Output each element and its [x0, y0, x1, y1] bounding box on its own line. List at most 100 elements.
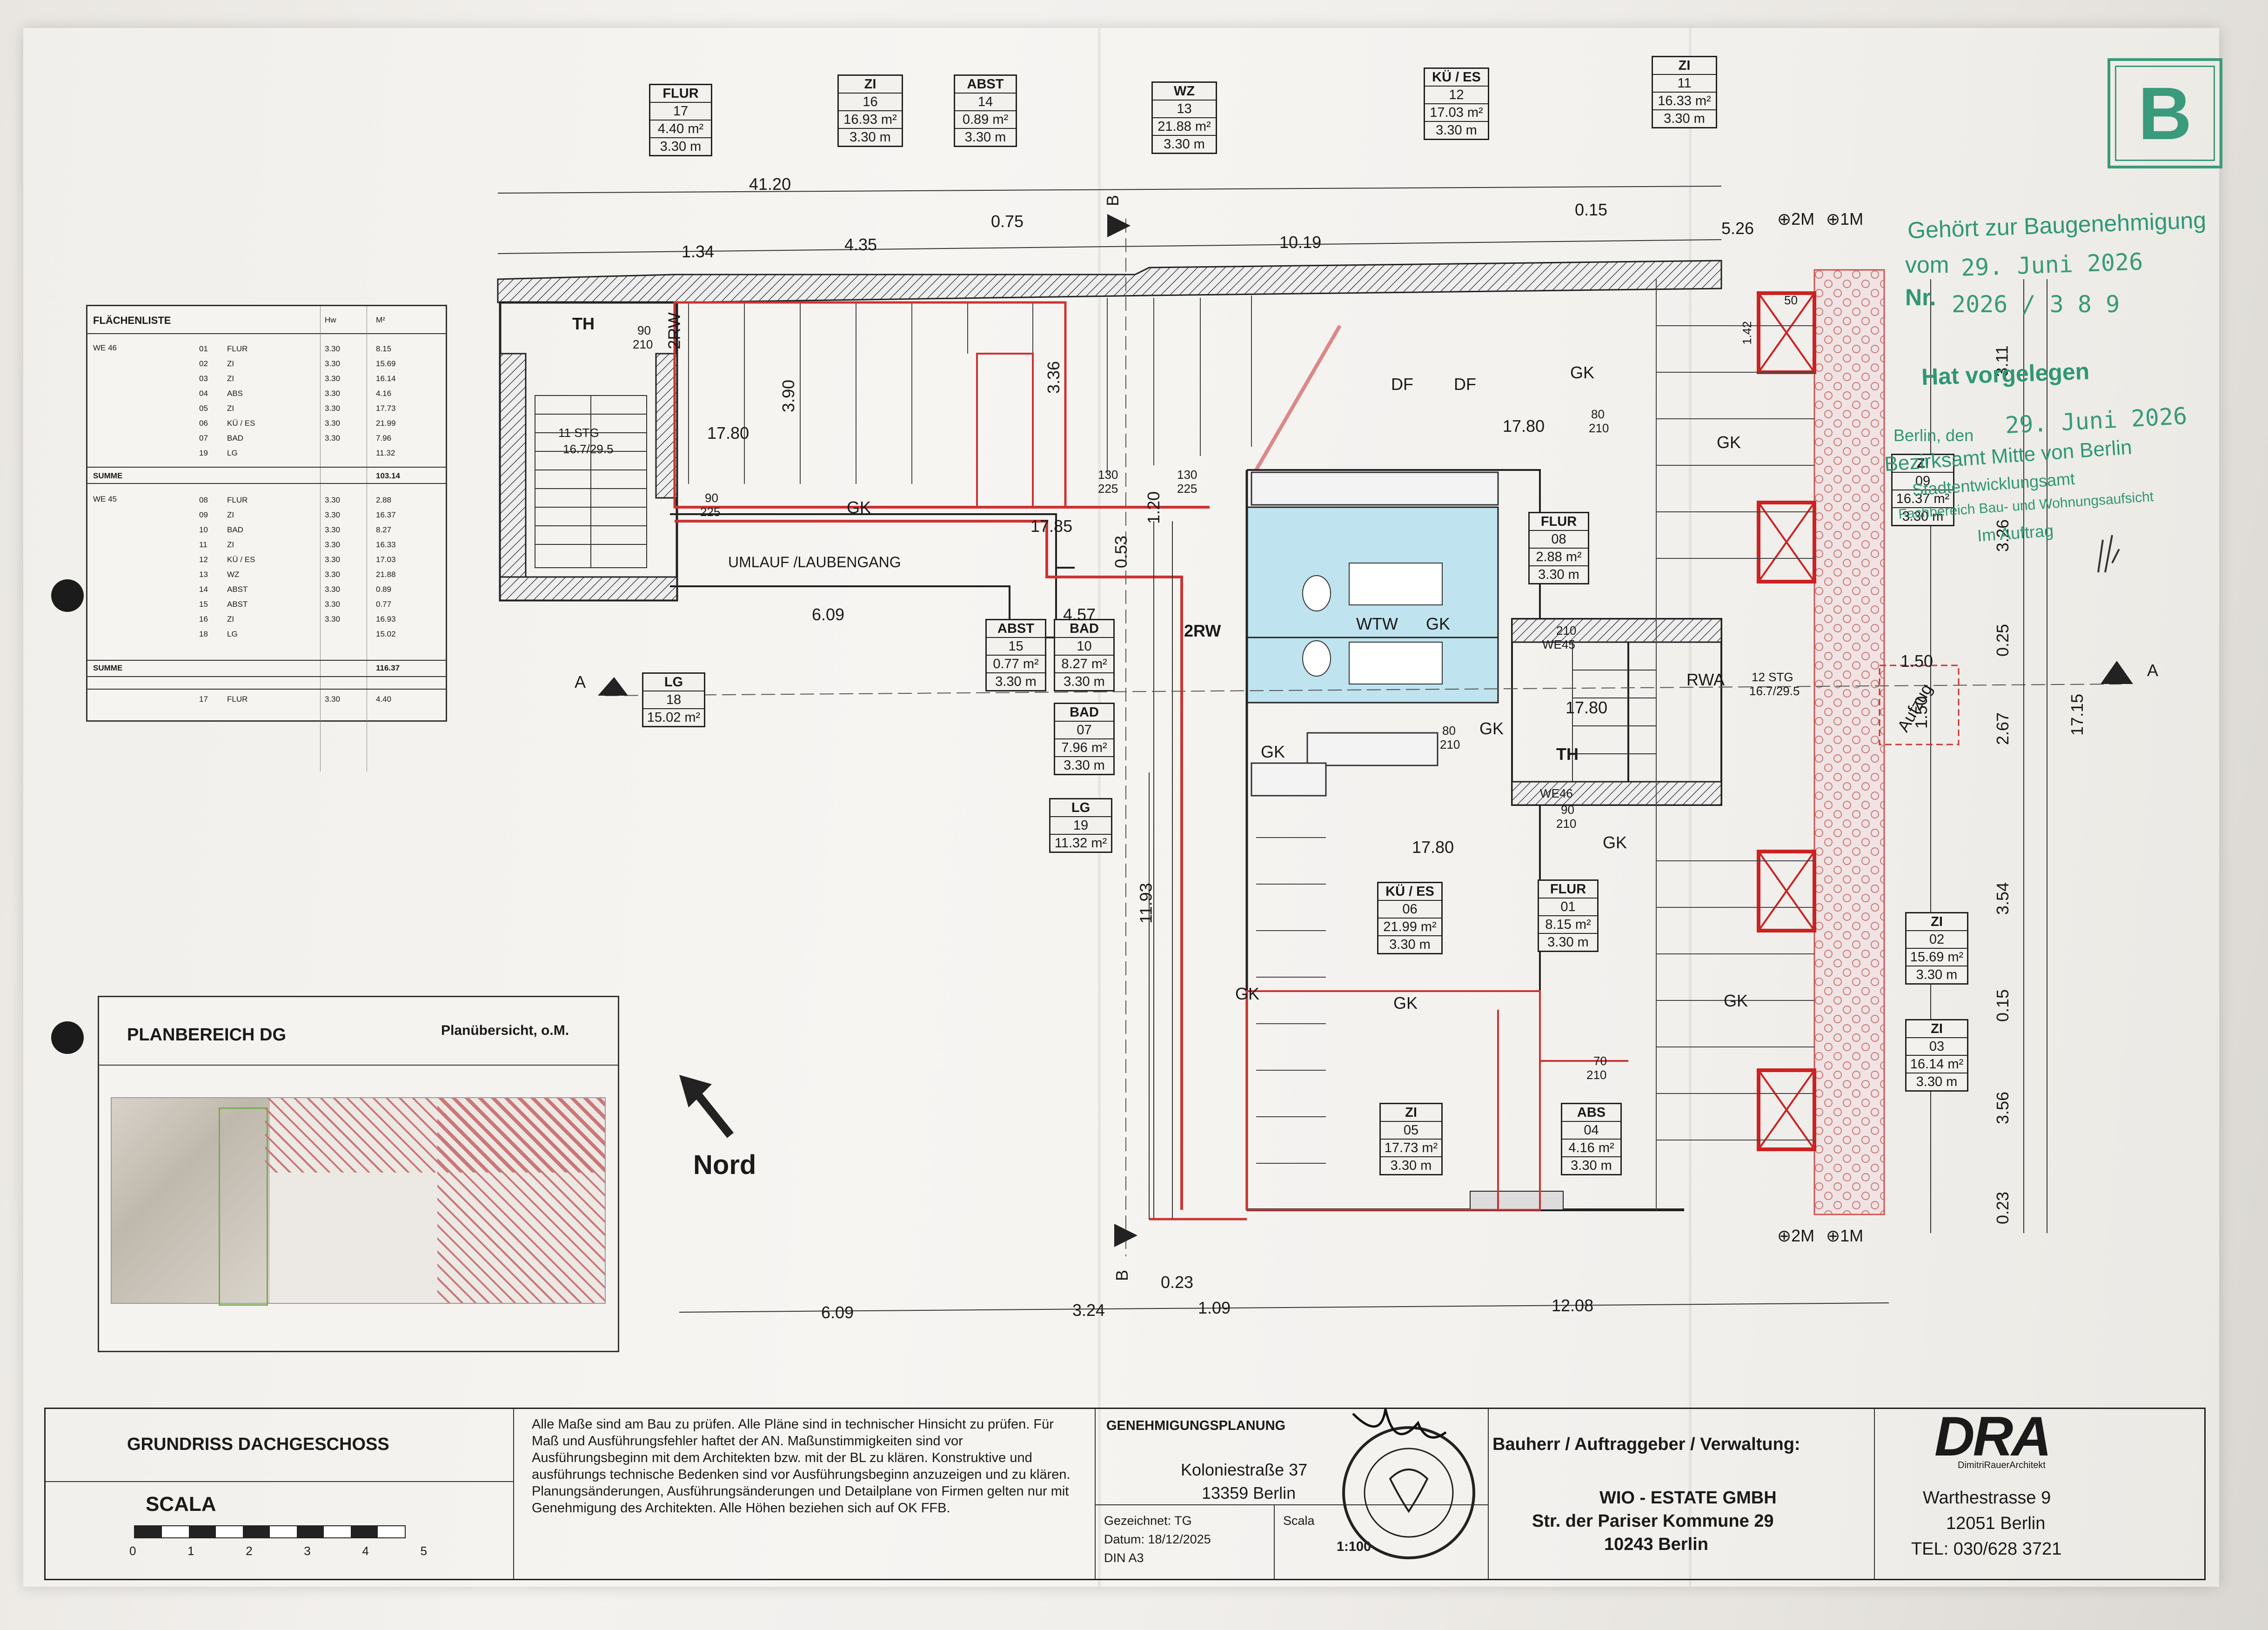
label-door: 210 [1589, 421, 1609, 435]
label-stairs-ratio: 16.7/29.5 [1749, 684, 1800, 698]
dim-label: 12.08 [1552, 1296, 1594, 1315]
dim-label: 3.90 [779, 379, 798, 413]
grid-marker: ⊕1M [1826, 209, 1864, 228]
table-cell: 21.99 [376, 419, 396, 428]
table-cell: 03 [199, 374, 208, 383]
approval-signature-icon [2097, 535, 2120, 573]
label-umlauf: UMLAUF /LAUBENGANG [728, 554, 901, 570]
table-cell: 15 [199, 600, 208, 609]
dim-label: 3.24 [1072, 1301, 1105, 1320]
dim-label: 3.56 [1993, 1091, 2013, 1125]
table-cell: 3.30 [325, 510, 341, 519]
label-door: 130 [1098, 468, 1118, 482]
paper-format: DIN A3 [1104, 1551, 1144, 1565]
table-cell: 16.93 [376, 615, 396, 624]
dim-label: 0.23 [1161, 1273, 1194, 1292]
room-name: FLUR [662, 86, 699, 101]
label-gk: GK [847, 498, 871, 517]
table-cell: ABST [227, 600, 248, 609]
table-cell: 3.30 [325, 615, 341, 624]
label-door: 225 [1177, 482, 1198, 496]
table-cell: ZI [227, 374, 234, 383]
grid-marker: ⊕1M [1826, 1226, 1864, 1245]
approval-nr: Nr. [1905, 284, 1936, 310]
label-2rw: 2RW [664, 312, 684, 349]
room-tag-kue-12: KÜ / ES 12 17.03 m² 3.30 m [1424, 67, 1489, 140]
client-name: WIO - ESTATE GMBH [1599, 1488, 1777, 1508]
dim-label: 1.20 [1144, 491, 1164, 524]
label-stairs: 12 STG [1752, 670, 1793, 684]
label-gk: GK [1603, 833, 1627, 852]
dim-label: 17.15 [2067, 693, 2087, 736]
label-gk: GK [1724, 991, 1748, 1010]
label-gk: GK [1261, 742, 1285, 761]
grid-marker: ⊕2M [1777, 1226, 1815, 1245]
table-cell: 3.30 [325, 525, 341, 534]
table-cell: FLUR [227, 496, 248, 504]
table-cell: 3.30 [325, 496, 341, 504]
table-cell: ZI [227, 510, 234, 519]
room-tag-abst-14: ABST 14 0.89 m² 3.30 m [954, 74, 1017, 147]
client-city: 10243 Berlin [1604, 1535, 1708, 1554]
label-gk: GK [1717, 433, 1741, 452]
architect-logo-subtitle: DimitriRauerArchitekt [1958, 1460, 2046, 1470]
table-cell: LG [227, 630, 238, 638]
table-cell: 11 [199, 540, 207, 549]
approval-vom: vom [1905, 252, 1949, 278]
dim-label: 0.15 [1993, 989, 2013, 1022]
dim-label: 0.53 [1111, 535, 1131, 569]
dim-label: 6.09 [821, 1303, 854, 1322]
dim-label: 0.75 [991, 212, 1024, 231]
project-address-city: 13359 Berlin [1202, 1483, 1296, 1503]
room-height: 3.30 m [650, 137, 711, 155]
section-a-label: A [575, 672, 586, 691]
label-door: 90 [705, 491, 718, 505]
table-cell: 7.96 [376, 434, 392, 443]
dim-label: 1.50 [1900, 651, 1933, 671]
stamp-b-box: B [2107, 58, 2222, 168]
label-gk: GK [1479, 719, 1504, 738]
label-level: 17.80 [1566, 698, 1608, 717]
stamp-b: B [2115, 66, 2215, 161]
scale-label: Scala [1283, 1514, 1315, 1528]
label-df: DF [1391, 375, 1413, 394]
paper-fold [1689, 28, 1692, 1587]
dim-label: 4.35 [844, 235, 877, 254]
table-cell: 3.30 [325, 540, 341, 549]
sum-value: 103.14 [376, 471, 400, 480]
group-name: WE 46 [93, 343, 117, 352]
table-cell: 3.30 [325, 389, 341, 398]
column-header: M² [376, 315, 385, 324]
label-level: 17.80 [1503, 416, 1545, 436]
sum-label: SUMME [93, 471, 123, 480]
label-door: 80 [1442, 724, 1456, 738]
table-cell: 3.30 [325, 600, 341, 609]
table-cell: 11.32 [376, 449, 395, 457]
room-tag-wz-13: WZ 13 21.88 m² 3.30 m [1151, 81, 1217, 154]
label-gk: GK [1235, 984, 1260, 1003]
table-cell: 18 [199, 630, 208, 638]
label-stairs-ratio: 16.7/29.5 [563, 442, 614, 456]
dim-label: 0.15 [1575, 200, 1608, 219]
table-cell: 07 [199, 434, 208, 443]
room-tag-zi-09: ZI 09 16.37 m² 3.30 m [1891, 454, 1954, 526]
grid-marker: ⊕2M [1777, 209, 1815, 228]
dim-label: 50 [1784, 293, 1798, 307]
room-tag-lg-19: LG 19 11.32 m² [1049, 798, 1112, 853]
dim-label: 3.54 [1993, 882, 2013, 915]
label-gk: GK [1426, 614, 1451, 633]
architect-phone: TEL: 030/628 3721 [1911, 1539, 2062, 1559]
label-door: 210 [1556, 624, 1577, 637]
sum-value: 116.37 [376, 664, 400, 672]
table-cell: 3.30 [325, 404, 341, 413]
overview-box: PLANBEREICH DG Planübersicht, o.M. [98, 996, 619, 1352]
label-door: 80 [1591, 407, 1605, 421]
